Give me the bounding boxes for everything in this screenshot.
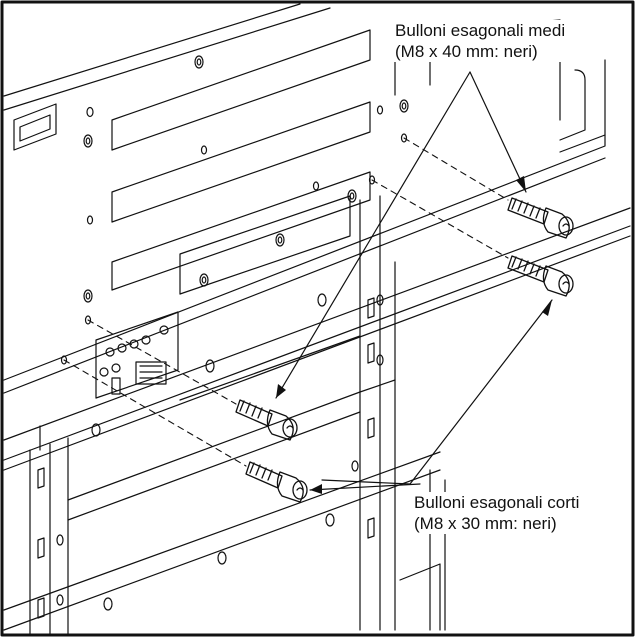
callout-leaders (275, 71, 553, 491)
panel-holes (60, 55, 409, 365)
bolt-short-upper (235, 399, 298, 441)
bolt-medium-upper (507, 197, 574, 239)
callout-medium-line2: (M8 x 40 mm: neri) (395, 42, 538, 61)
callout-short-bolts: Bulloni esagonali corti (M8 x 30 mm: ner… (411, 492, 583, 534)
bolt-medium-lower (507, 255, 574, 297)
arrowheads (276, 176, 552, 494)
callout-short-line2: (M8 x 30 mm: neri) (414, 514, 557, 533)
callout-medium-bolts: Bulloni esagonali medi (M8 x 40 mm: neri… (392, 20, 569, 62)
rack-frame (3, 195, 631, 636)
bolt-short-lower (245, 461, 308, 503)
callout-short-line1: Bulloni esagonali corti (414, 493, 580, 512)
connector-block (95, 311, 179, 399)
callout-medium-line1: Bulloni esagonali medi (395, 21, 566, 40)
alignment-dashes (63, 137, 509, 467)
